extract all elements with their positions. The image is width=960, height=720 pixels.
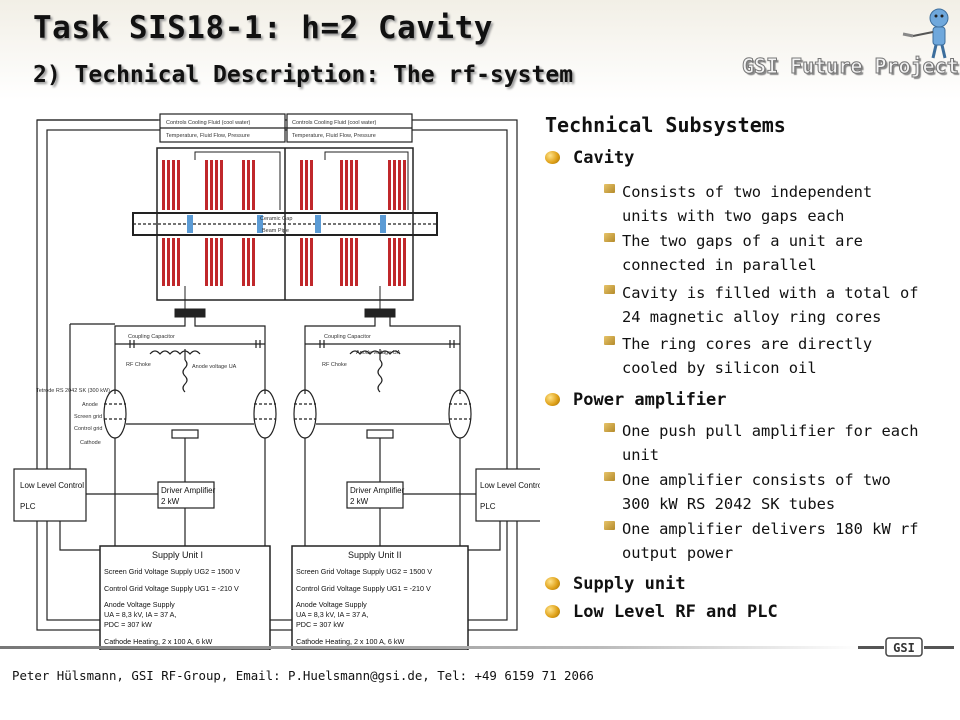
gap-label-1: Ceramic Gap [260, 216, 292, 222]
sub-bullet-icon [604, 336, 615, 345]
rf-system-schematic: Controls Cooling Fluid (cool water) Temp… [13, 113, 540, 650]
supply-unit-heading: Supply unit [573, 574, 686, 594]
cooling-label-left-1: Controls Cooling Fluid (cool water) [166, 120, 251, 126]
supply-1-line5: PDC = 307 kW [104, 620, 152, 629]
sub-bullet-icon [604, 233, 615, 242]
sub-bullet-icon [604, 423, 615, 432]
header-background [0, 0, 960, 100]
power-amplifier-heading: Power amplifier [573, 390, 727, 410]
supply-2-line6: Cathode Heating, 2 x 100 A, 6 kW [296, 637, 404, 646]
tube-left-b [293, 389, 317, 439]
amplifier-item-1: One push pull amplifier for each unit [622, 422, 919, 464]
supply-1-title: Supply Unit I [152, 550, 203, 560]
cooling-label-right-1: Controls Cooling Fluid (cool water) [292, 120, 377, 126]
technical-subsystems-heading: Technical Subsystems [545, 113, 786, 137]
llc-left-title: Low Level Control [20, 481, 84, 490]
low-level-control-left [13, 468, 87, 522]
bullet-icon [545, 151, 560, 164]
footer-contact: Peter Hülsmann, GSI RF-Group, Email: P.H… [12, 668, 594, 683]
llc-right-sub: PLC [480, 502, 496, 511]
amplifier-item-2: One amplifier consists of two 300 kW RS … [622, 471, 891, 513]
tube-right-a [253, 389, 277, 439]
supply-2-line2: Control Grid Voltage Supply UG1 = -210 V [296, 584, 431, 593]
supply-1-line4: UA = 8,3 kV, IA = 37 A, [104, 610, 176, 619]
supply-2-line5: PDC = 307 kW [296, 620, 344, 629]
cavity-item-2: The two gaps of a unit are connected in … [622, 232, 863, 274]
gsi-logo-icon: GSI [858, 637, 954, 657]
gsi-future-project-logo: GSI Future Project [742, 54, 960, 79]
rf-choke-label-right: RF Choke [322, 362, 347, 368]
slide-title: Task SIS18-1: h=2 Cavity [33, 10, 493, 46]
driver-amplifier-left [157, 481, 215, 509]
bullet-icon [545, 605, 560, 618]
bullet-icon [545, 577, 560, 590]
sub-bullet-icon [604, 472, 615, 481]
low-level-control-right [475, 468, 540, 522]
llc-right-title: Low Level Control [480, 481, 540, 490]
cooling-label-right-2: Temperature, Fluid Flow, Pressure [292, 133, 376, 139]
cavity-heading: Cavity [573, 148, 635, 168]
supply-2-line4: UA = 8,3 kV, IA = 37 A, [296, 610, 368, 619]
cavity-item-4: The ring cores are directly cooled by si… [622, 335, 873, 377]
driver-left-title: Driver Amplifier [161, 486, 216, 495]
cavity-item-1: Consists of two independent units with t… [622, 183, 873, 225]
slide-subtitle: 2) Technical Description: The rf-system [33, 62, 574, 88]
llc-left-sub: PLC [20, 502, 36, 511]
anode-short-label: Anode [82, 402, 98, 408]
footer-divider [0, 646, 860, 649]
supply-2-line1: Screen Grid Voltage Supply UG2 = 1500 V [296, 567, 432, 576]
driver-amplifier-right [346, 481, 404, 509]
tube-left-a [103, 389, 127, 439]
sub-bullet-icon [604, 184, 615, 193]
tube-type-label: Tetrode RS 2042 SK (300 kW) [36, 388, 110, 394]
rf-choke-label-left: RF Choke [126, 362, 151, 368]
supply-2-line3: Anode Voltage Supply [296, 600, 367, 609]
amplifier-item-3: One amplifier delivers 180 kW rf output … [622, 520, 919, 562]
supply-1-line1: Screen Grid Voltage Supply UG2 = 1500 V [104, 567, 240, 576]
gap-label-2: Beam Pipe [262, 228, 289, 234]
supply-1-line2: Control Grid Voltage Supply UG1 = -210 V [104, 584, 239, 593]
driver-right-sub: 2 kW [350, 497, 369, 506]
coupling-label-left: Coupling Capacitor [128, 334, 175, 340]
cavity-item-3: Cavity is filled with a total of 24 magn… [622, 284, 919, 326]
control-grid-label: Control grid [74, 426, 102, 432]
sub-bullet-icon [604, 521, 615, 530]
supply-2-title: Supply Unit II [348, 550, 402, 560]
bullet-icon [545, 393, 560, 406]
mascot-figure-icon [902, 8, 949, 59]
tube-right-b [448, 389, 472, 439]
anode-label-left: Anode voltage UA [192, 364, 237, 370]
llrf-heading: Low Level RF and PLC [573, 602, 778, 622]
supply-1-line6: Cathode Heating, 2 x 100 A, 6 kW [104, 637, 212, 646]
screen-grid-label: Screen grid [74, 414, 102, 420]
coupling-label-right: Coupling Capacitor [324, 334, 371, 340]
sub-bullet-icon [604, 285, 615, 294]
cooling-label-left-2: Temperature, Fluid Flow, Pressure [166, 133, 250, 139]
anode-label-right: Anode voltage UA [356, 350, 401, 356]
supply-unit-1-box [99, 545, 271, 650]
supply-1-line3: Anode Voltage Supply [104, 600, 175, 609]
driver-left-sub: 2 kW [161, 497, 180, 506]
gsi-logo-text: GSI [893, 641, 915, 655]
cathode-label: Cathode [80, 440, 101, 446]
driver-right-title: Driver Amplifier [350, 486, 405, 495]
supply-unit-2-box [291, 545, 469, 650]
